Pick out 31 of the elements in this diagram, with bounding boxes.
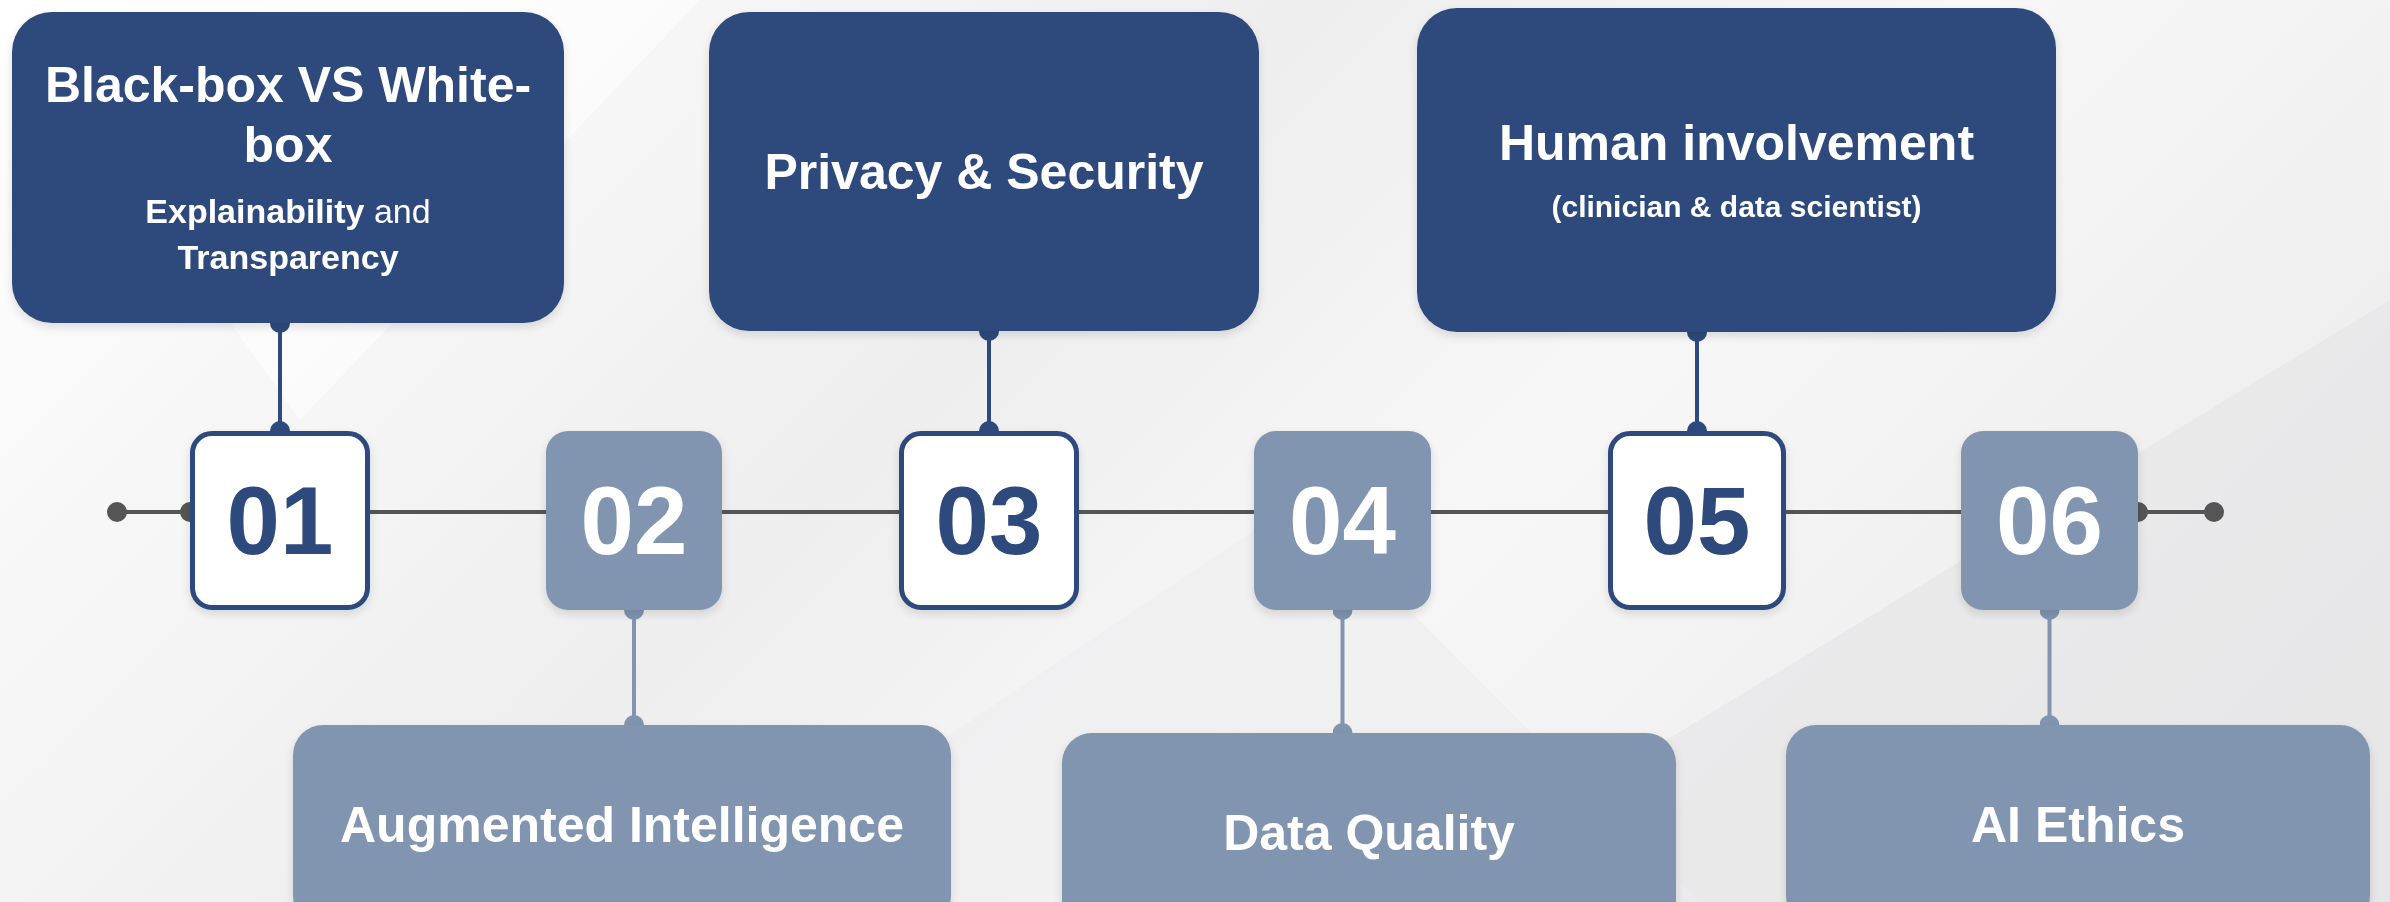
number-box — [1608, 431, 1786, 610]
topic-title: Privacy & Security — [764, 142, 1204, 202]
topic-box — [546, 431, 722, 610]
topic-title: AI Ethics — [1971, 796, 2185, 855]
timeline-line — [1786, 510, 1961, 514]
topic-box — [1786, 725, 2370, 902]
number-box — [190, 431, 370, 610]
topic-box — [293, 725, 951, 902]
topic-title: 04 — [1289, 465, 1396, 576]
topic-box — [1062, 733, 1676, 902]
topic-title: Data Quality — [1223, 804, 1515, 863]
topic-subtitle: Explainability and Transparency — [144, 190, 432, 278]
topic-title: Black-box VS White-box — [43, 55, 533, 175]
timeline-line — [722, 510, 899, 514]
step-number: 01 — [226, 465, 334, 576]
topic-box — [1254, 431, 1431, 610]
timeline-line — [370, 510, 546, 514]
topic-box — [12, 12, 564, 323]
number-box — [899, 431, 1079, 610]
topic-box — [1961, 431, 2138, 610]
topic-title: 02 — [580, 465, 688, 576]
step-number: 03 — [935, 465, 1043, 576]
topic-box — [709, 12, 1259, 331]
step-number: 05 — [1643, 465, 1751, 576]
topic-title: Human involvement — [1498, 113, 1975, 173]
timeline-line — [1079, 510, 1254, 514]
topic-title: Augmented Intelligence — [340, 796, 904, 855]
timeline-line — [1431, 510, 1608, 514]
topic-title: 06 — [1996, 465, 2103, 576]
topic-box — [1417, 8, 2056, 332]
topic-subtitle: (clinician & data scientist) — [1551, 188, 1922, 225]
